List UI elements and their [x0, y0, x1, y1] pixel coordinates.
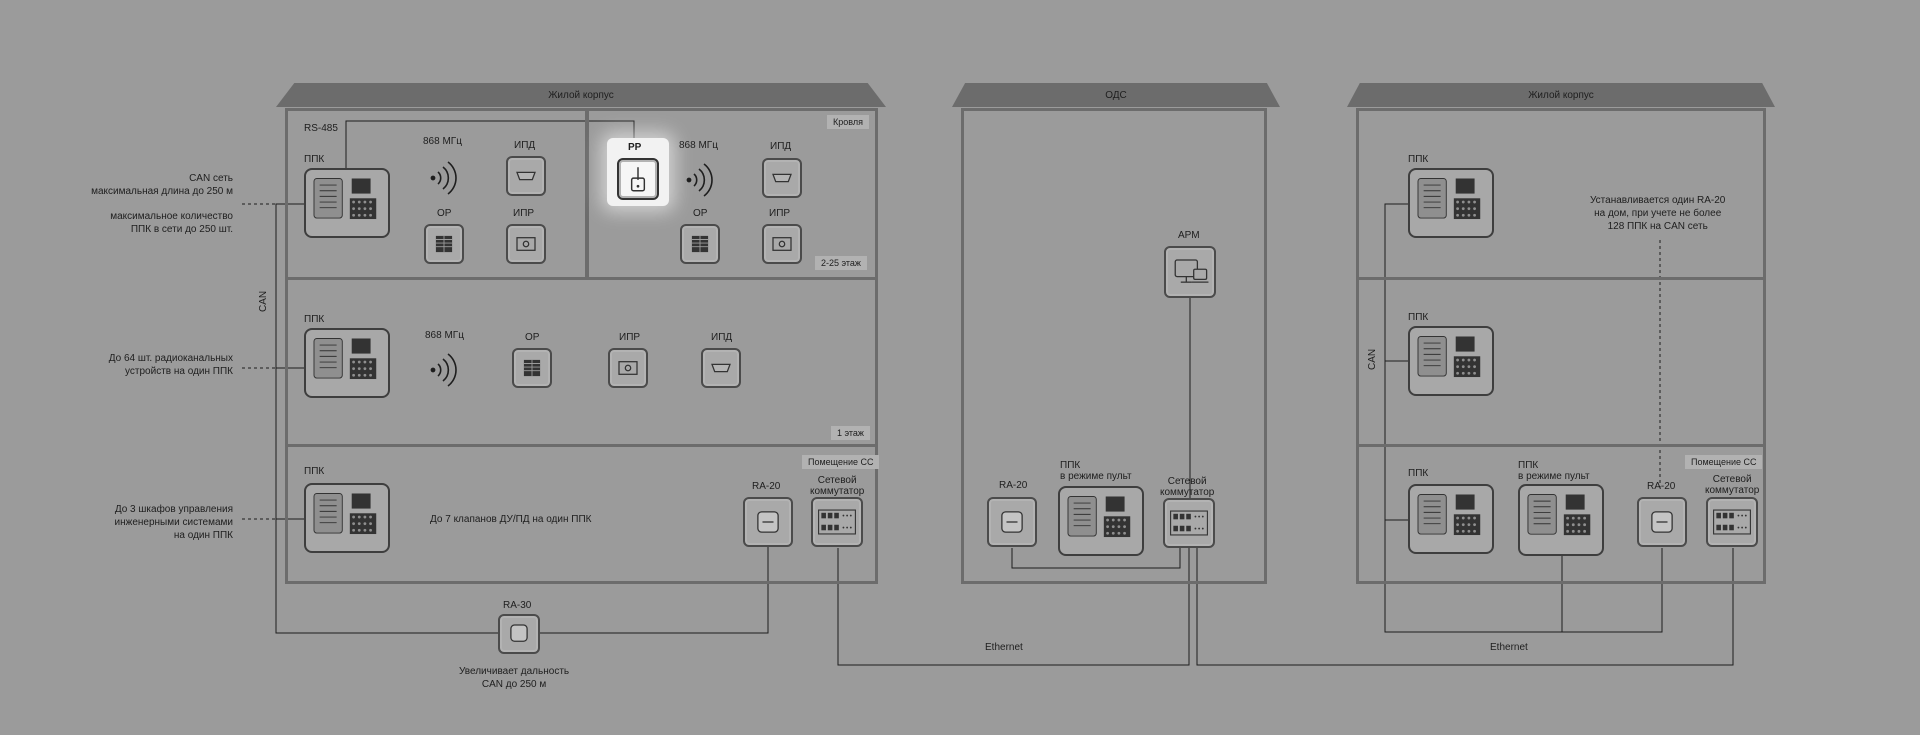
- right-building-title: Жилой корпус: [1528, 90, 1594, 101]
- ppk-panel: [1408, 326, 1494, 396]
- ra20-interface-icon: [987, 497, 1037, 547]
- ra20-label: RA-20: [752, 481, 781, 492]
- smoke-detector-icon: [701, 348, 741, 388]
- ppk-label: ППК: [1408, 154, 1429, 165]
- max-ppk-note: максимальное количество ППК в сети до 25…: [110, 211, 233, 235]
- radio-devices-note: До 64 шт. радиоканальных устройств на од…: [108, 353, 233, 377]
- ppk-console-label-right: ППК в режиме пульт: [1518, 460, 1590, 482]
- ra30-note: Увеличивает дальность CAN до 250 м: [459, 666, 570, 690]
- can-to-ra20-left: [537, 538, 769, 634]
- center-building-title: ОДС: [1105, 90, 1127, 101]
- smoke-detector-icon: [762, 158, 802, 198]
- freq-label: 868 МГц: [423, 136, 462, 147]
- radio-repeater-icon: [617, 158, 659, 200]
- can-label-right: CAN: [1367, 348, 1378, 370]
- or-label-roof: ОР: [693, 208, 708, 219]
- ethernet-label-left: Ethernet: [985, 642, 1023, 653]
- ods-room: [961, 108, 1267, 584]
- ppk-label: ППК: [304, 154, 325, 165]
- floor-tag-cc-left: Помещение СС: [802, 455, 880, 469]
- ppk-panel: [304, 168, 390, 238]
- floor-tag-cc-right: Помещение СС: [1685, 455, 1763, 469]
- right-cc-room: [1356, 444, 1766, 584]
- ipd-label-roof: ИПД: [770, 141, 792, 152]
- switch-label-ods: Сетевой коммутатор: [1160, 476, 1215, 498]
- left-building-title: Жилой корпус: [548, 90, 614, 101]
- ppk-panel: [1408, 484, 1494, 554]
- ods-roof: [952, 83, 1280, 107]
- arm-label: АРМ: [1178, 230, 1200, 241]
- cabinets-note: До 3 шкафов управления инженерными систе…: [114, 504, 233, 541]
- wireless-icon: [686, 163, 713, 197]
- or-label-floor1: ОР: [525, 332, 540, 343]
- ethernet-right: [1196, 548, 1734, 666]
- switch-label: Сетевой коммутатор: [810, 475, 865, 497]
- can-network-note: CAN сеть максимальная длина до 250 м: [91, 173, 233, 197]
- manual-call-point-icon: [608, 348, 648, 388]
- ppk-console-panel: [1058, 486, 1144, 556]
- ppk-panel: [304, 328, 390, 398]
- ppk-console-panel: [1518, 484, 1604, 556]
- wireless-icon: [430, 161, 457, 195]
- left-cc-room: [285, 444, 878, 584]
- ra30-label: RA-30: [503, 600, 532, 611]
- ppk-label: ППК: [1408, 312, 1429, 323]
- manual-call-point-icon: [506, 224, 546, 264]
- switch-label-right: Сетевой коммутатор: [1705, 474, 1760, 496]
- ppk-panel: [304, 483, 390, 553]
- freq-label-floor1: 868 МГц: [425, 330, 464, 341]
- ra20-label-right: RA-20: [1647, 481, 1676, 492]
- can-label: CAN: [258, 290, 269, 312]
- ethernet-label-right: Ethernet: [1490, 642, 1528, 653]
- ppk-console-label: ППК в режиме пульт: [1060, 460, 1132, 482]
- rs485-line: [345, 120, 635, 168]
- ipr-label-floor1: ИПР: [619, 332, 641, 343]
- manual-call-point-icon: [762, 224, 802, 264]
- ra20-install-note: Устанавливается один RA-20 на дом, при у…: [1590, 195, 1726, 232]
- ethernet-left: [837, 548, 1190, 666]
- workstation-icon: [1164, 246, 1216, 298]
- or-label: ОР: [437, 208, 452, 219]
- network-switch-icon: [811, 497, 863, 547]
- ra30-repeater-icon: [498, 614, 540, 654]
- ra20-interface-icon: [1637, 497, 1687, 547]
- ra20-interface-icon: [743, 497, 793, 547]
- wireless-icon: [430, 353, 457, 387]
- ipd-label-floor1: ИПД: [711, 332, 733, 343]
- ppk-label: ППК: [304, 314, 325, 325]
- ppk-label: ППК: [304, 466, 325, 477]
- ppk-label: ППК: [1408, 468, 1429, 479]
- rs485-label: RS-485: [304, 123, 338, 134]
- freq-label-roof: 868 МГц: [679, 140, 718, 151]
- smoke-detector-icon: [506, 156, 546, 196]
- right-roof: [1347, 83, 1775, 107]
- can-bus-right: [1384, 203, 1663, 633]
- ipr-label-roof: ИПР: [769, 208, 791, 219]
- ipd-label: ИПД: [514, 140, 536, 151]
- relay-output-icon: [680, 224, 720, 264]
- relay-output-icon: [424, 224, 464, 264]
- relay-output-icon: [512, 348, 552, 388]
- network-switch-icon: [1706, 497, 1758, 547]
- ppk-panel: [1408, 168, 1494, 238]
- floor-tag-2-25: 2-25 этаж: [815, 256, 867, 270]
- valves-note: До 7 клапанов ДУ/ПД на один ППК: [430, 514, 592, 525]
- floor-tag-1: 1 этаж: [831, 426, 870, 440]
- ra20-label-ods: RA-20: [999, 480, 1028, 491]
- network-switch-icon: [1163, 498, 1215, 548]
- ipr-label: ИПР: [513, 208, 535, 219]
- floor-tag-roof: Кровля: [827, 115, 869, 129]
- rr-label: РР: [628, 142, 642, 153]
